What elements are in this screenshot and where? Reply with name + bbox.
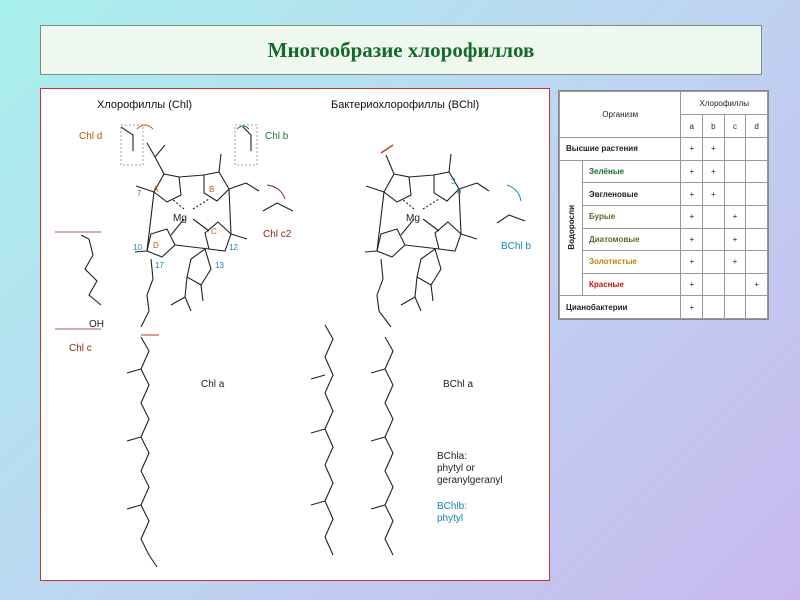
cell bbox=[745, 204, 768, 229]
cell: + bbox=[680, 204, 704, 229]
note-bchla-2: phytyl or bbox=[437, 463, 475, 474]
group-algae-cell: Водоросли bbox=[559, 159, 583, 297]
cell: + bbox=[745, 272, 768, 297]
chlorophyll-structures-figure: Хлорофиллы (Chl) Бактериохлорофиллы (BCh… bbox=[40, 88, 550, 581]
table-row: Бурые + + bbox=[560, 204, 768, 229]
cell bbox=[702, 250, 725, 274]
mg-label-left: Mg bbox=[173, 213, 187, 224]
row-name: Красные bbox=[581, 272, 682, 297]
cell bbox=[745, 227, 768, 252]
note-bchla-1: BChla: bbox=[437, 451, 468, 462]
cell bbox=[745, 182, 768, 206]
cell bbox=[723, 159, 747, 184]
chl-b-label: Chl b bbox=[265, 131, 289, 142]
cell bbox=[745, 137, 768, 161]
chl-c2-label: Chl c2 bbox=[263, 229, 292, 240]
sub-b: b bbox=[702, 114, 725, 138]
cell bbox=[745, 159, 768, 184]
chl-header: Хлорофиллы (Chl) bbox=[97, 99, 193, 111]
cell bbox=[702, 227, 725, 252]
cell bbox=[745, 295, 768, 319]
cell: + bbox=[702, 182, 725, 206]
bchl-a-label: BChl a bbox=[443, 379, 474, 390]
pos-12-label: 12 bbox=[229, 243, 238, 252]
cell: + bbox=[723, 250, 747, 274]
pos-17-label: 17 bbox=[155, 261, 164, 270]
cell: + bbox=[680, 137, 704, 161]
table-row: Высшие растения + + bbox=[558, 137, 768, 161]
pos-10-label: 10 bbox=[133, 243, 142, 252]
table-row: Эвгленовые + + bbox=[560, 182, 768, 206]
ring-b-label: B bbox=[209, 185, 215, 194]
pos-13-label: 13 bbox=[215, 261, 224, 270]
cell: + bbox=[723, 204, 747, 229]
cell bbox=[702, 204, 725, 229]
title-box: Многообразие хлорофиллов bbox=[40, 25, 762, 75]
slide-title: Многообразие хлорофиллов bbox=[267, 37, 535, 62]
cell bbox=[723, 182, 747, 206]
pos-7-label: 7 bbox=[137, 189, 142, 198]
ring-a-label: A bbox=[153, 185, 159, 194]
cell: + bbox=[702, 159, 725, 184]
col-chlorophylls: Хлорофиллы bbox=[680, 91, 768, 115]
cell: + bbox=[680, 250, 704, 274]
row-name: Диатомовые bbox=[581, 227, 682, 252]
chl-macrocycle bbox=[80, 126, 526, 568]
structures-drawing bbox=[55, 124, 526, 568]
row-name: Высшие растения bbox=[558, 137, 682, 161]
ring-c-label: C bbox=[211, 227, 217, 236]
note-bchlb-2: phytyl bbox=[437, 513, 464, 524]
pos-3-label: 3 bbox=[451, 177, 456, 186]
cell bbox=[723, 295, 747, 319]
sub-a: a bbox=[680, 114, 704, 138]
cell bbox=[745, 250, 768, 274]
sub-c: c bbox=[723, 114, 747, 138]
bchl-b-label: BChl b bbox=[501, 241, 532, 252]
mg-label-right: Mg bbox=[406, 213, 420, 224]
sub-d: d bbox=[745, 114, 768, 138]
cell bbox=[702, 295, 725, 319]
row-name: Эвгленовые bbox=[581, 182, 682, 206]
row-name: Зелёные bbox=[581, 159, 682, 184]
row-name: Цианобактерии bbox=[558, 295, 682, 319]
chl-c-label: Chl c bbox=[69, 343, 92, 354]
group-algae-label: Водоросли bbox=[566, 204, 576, 250]
bchl-header: Бактериохлорофиллы (BChl) bbox=[331, 99, 480, 111]
cell: + bbox=[680, 272, 704, 297]
chl-d-label: Chl d bbox=[79, 131, 103, 142]
oh-label: OH bbox=[89, 319, 104, 330]
chl-a-label: Chl a bbox=[201, 379, 225, 390]
pos-8-label: 8 bbox=[457, 187, 462, 196]
row-name: Бурые bbox=[581, 204, 682, 229]
cell bbox=[702, 272, 725, 297]
table-row: Диатомовые + + bbox=[560, 227, 768, 252]
table-row: Золотистые + + bbox=[560, 250, 768, 274]
note-bchla-3: geranylgeranyl bbox=[437, 475, 503, 486]
cell: + bbox=[680, 159, 704, 184]
col-organism: Организм bbox=[558, 91, 682, 138]
table-row: Цианобактерии + bbox=[558, 295, 768, 319]
table-row: Водоросли Зелёные + + bbox=[559, 159, 768, 297]
table-row: Красные + + bbox=[560, 272, 768, 297]
cell: + bbox=[702, 137, 725, 161]
cell: + bbox=[680, 295, 704, 319]
cell bbox=[723, 272, 747, 297]
chlorophyll-table: Организм Хлорофиллы a b c d Высшие расте… bbox=[558, 90, 769, 320]
cell bbox=[723, 137, 747, 161]
cell: + bbox=[680, 227, 704, 252]
note-bchlb-1: BChlb: bbox=[437, 501, 468, 512]
cell: + bbox=[680, 182, 704, 206]
cell: + bbox=[723, 227, 747, 252]
ring-d-label: D bbox=[153, 241, 159, 250]
row-name: Золотистые bbox=[581, 250, 682, 274]
